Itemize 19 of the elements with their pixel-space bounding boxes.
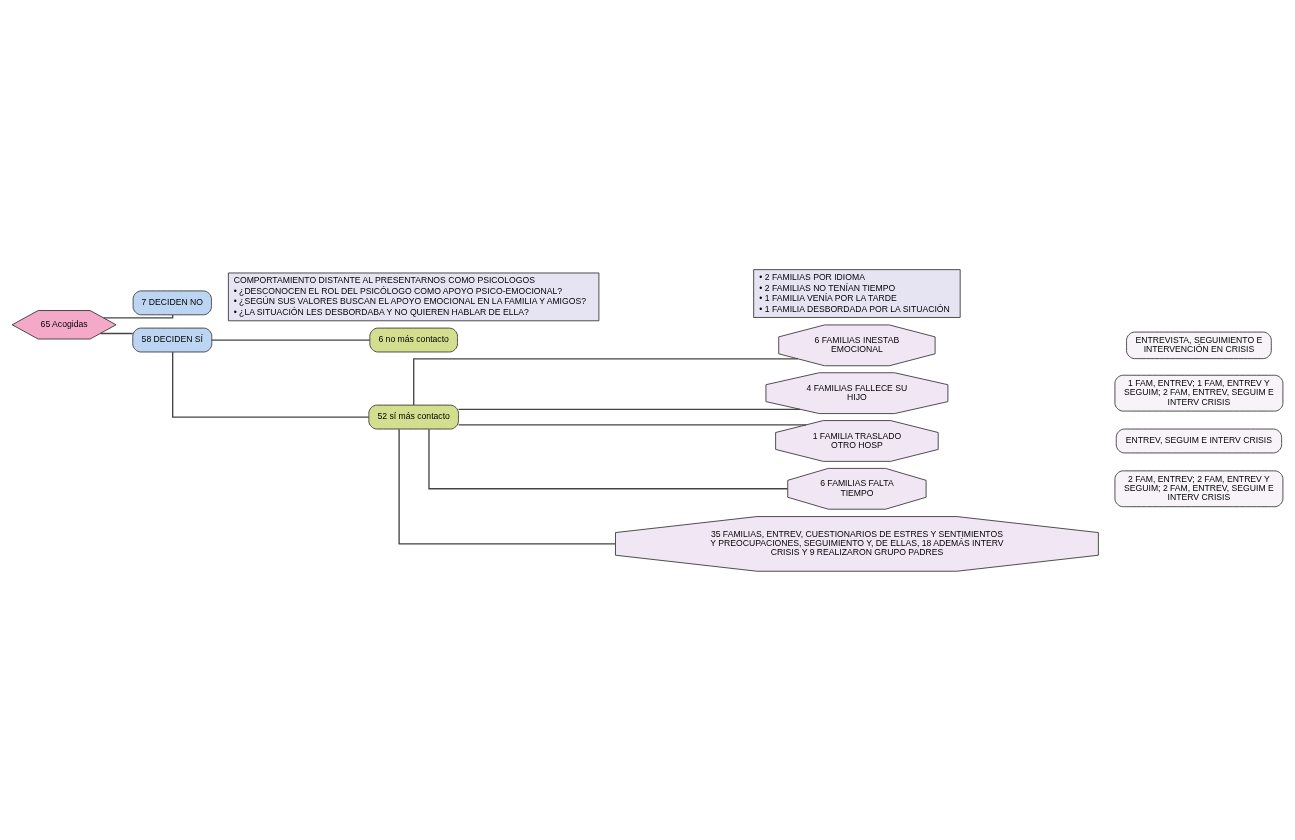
connector	[457, 408, 801, 410]
node-box: 1 FAM, ENTREV; 1 FAM, ENTREV Y SEGUIM; 2 FAM, ENTREV, SEGUIM E INTERV CRISIS	[1114, 374, 1284, 411]
node-box: 58 DECIDEN SÍ	[132, 327, 213, 352]
connector	[428, 428, 789, 489]
connector	[211, 338, 371, 341]
node-box: ENTREVISTA, SEGUIMIENTO E INTERVENCIÓN EN CRISIS	[1126, 331, 1272, 359]
connector	[172, 350, 370, 418]
node-box: • 2 FAMILIAS POR IDIOMA • 2 FAMILIAS NO TENÍAN TIEMPO • 1 FAMILIA VENÍA POR LA TARDE • 1 FAMILIA DESBORDADA POR LA SITUACIÓN	[753, 268, 961, 318]
node-box: 52 sí más contacto	[368, 404, 459, 429]
node-box: 6 no más contacto	[369, 327, 458, 352]
node-box: COMPORTAMIENTO DISTANTE AL PRESENTARNOS COMO PSICOLOGOS • ¿DESCONOCEN EL ROL DEL PSICÓLOGO COMO APOYO PSICO-EMOCIONAL? • ¿SEGÚN SUS VALORES BUSCAN EL APOYO EMOCIONAL EN LA FAMILIA Y AMIGOS? • ¿LA SITUACIÓN LES DESBORDABA Y NO QUIEREN HABLAR DE ELLA?	[227, 272, 600, 321]
node-box: 7 DECIDEN NO	[132, 289, 212, 315]
connector	[398, 428, 617, 545]
node-box: 2 FAM, ENTREV; 2 FAM, ENTREV Y SEGUIM; 2 FAM, ENTREV, SEGUIM E INTERV CRISIS	[1114, 469, 1284, 507]
connector	[99, 332, 134, 334]
connector	[102, 313, 174, 318]
connector	[457, 423, 807, 425]
connector	[413, 357, 799, 406]
node-box: ENTREV, SEGUIM E INTERV CRISIS	[1115, 428, 1283, 453]
